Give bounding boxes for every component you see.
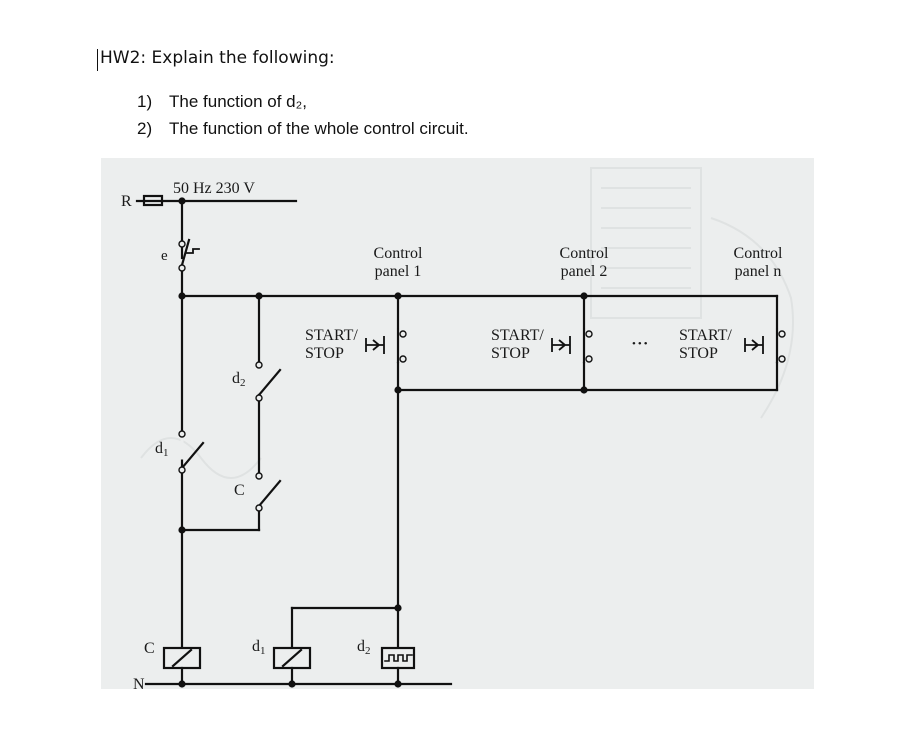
panel-2-switch-label: START/STOP — [491, 327, 544, 362]
more-panels-ellipsis: ••• — [632, 338, 650, 350]
question-text: The function of d₂, — [169, 92, 307, 111]
homework-title: HW2: Explain the following: — [97, 48, 335, 71]
phase-label: R — [121, 193, 132, 210]
background-watermark — [140, 167, 794, 479]
question-list: 1) The function of d₂, 2) The function of … — [137, 91, 469, 145]
start-stop-button-symbol-n — [744, 336, 764, 354]
question-number: 1) — [137, 92, 153, 111]
homework-title-text: HW2: Explain the following: — [100, 48, 335, 68]
neutral-label: N — [133, 676, 145, 689]
start-stop-button-symbol-1 — [365, 336, 385, 354]
start-stop-button-symbol-2 — [551, 336, 571, 354]
d1-contact-label: d1 — [155, 440, 169, 459]
circuit-schematic — [135, 194, 786, 688]
c-coil-label: C — [144, 640, 155, 657]
text-cursor — [97, 49, 98, 71]
question-item: 1) The function of d₂, — [137, 91, 469, 118]
e-contact-label: e — [161, 248, 168, 264]
control-circuit-diagram: 50 Hz 230 V R N e d2 d1 C C d1 d2 Contro… — [101, 158, 814, 689]
panel-1-switch-label: START/STOP — [305, 327, 358, 362]
panel-n-switch-label: START/STOP — [679, 327, 732, 362]
question-item: 2) The function of the whole control circ… — [137, 118, 469, 145]
d2-coil-label: d2 — [357, 638, 371, 657]
d2-contact-label: d2 — [232, 370, 246, 389]
d1-coil-label: d1 — [252, 638, 266, 657]
supply-label: 50 Hz 230 V — [173, 180, 255, 197]
c-contact-label: C — [234, 482, 245, 499]
question-number: 2) — [137, 119, 153, 138]
question-text: The function of the whole control circui… — [169, 119, 469, 138]
